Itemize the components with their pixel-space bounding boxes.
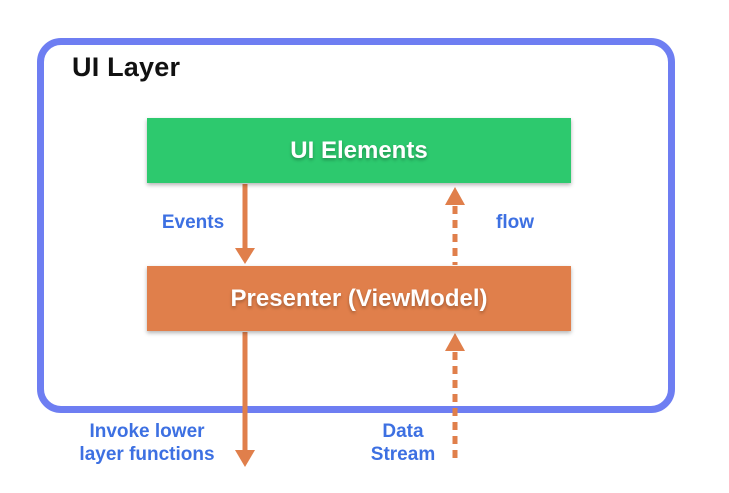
- data-stream-label-line2: Stream: [370, 444, 436, 465]
- flow-label: flow: [496, 212, 534, 233]
- invoke-lower-label-line1: Invoke lower: [89, 421, 205, 442]
- node-presenter-label: Presenter (ViewModel): [230, 284, 488, 312]
- ui-layer-frame: [37, 38, 675, 413]
- node-ui-elements: UI Elements: [147, 118, 571, 183]
- ui-layer-title: UI Layer: [72, 52, 181, 82]
- invoke-lower-label: Invoke lower layer functions: [79, 420, 214, 466]
- data-stream-label-line1: Data: [382, 421, 424, 442]
- node-ui-elements-label: UI Elements: [290, 136, 428, 164]
- invoke-lower-label-line2: layer functions: [79, 444, 215, 465]
- node-presenter: Presenter (ViewModel): [147, 266, 571, 331]
- data-stream-label: Data Stream: [371, 420, 435, 466]
- events-label: Events: [161, 212, 225, 233]
